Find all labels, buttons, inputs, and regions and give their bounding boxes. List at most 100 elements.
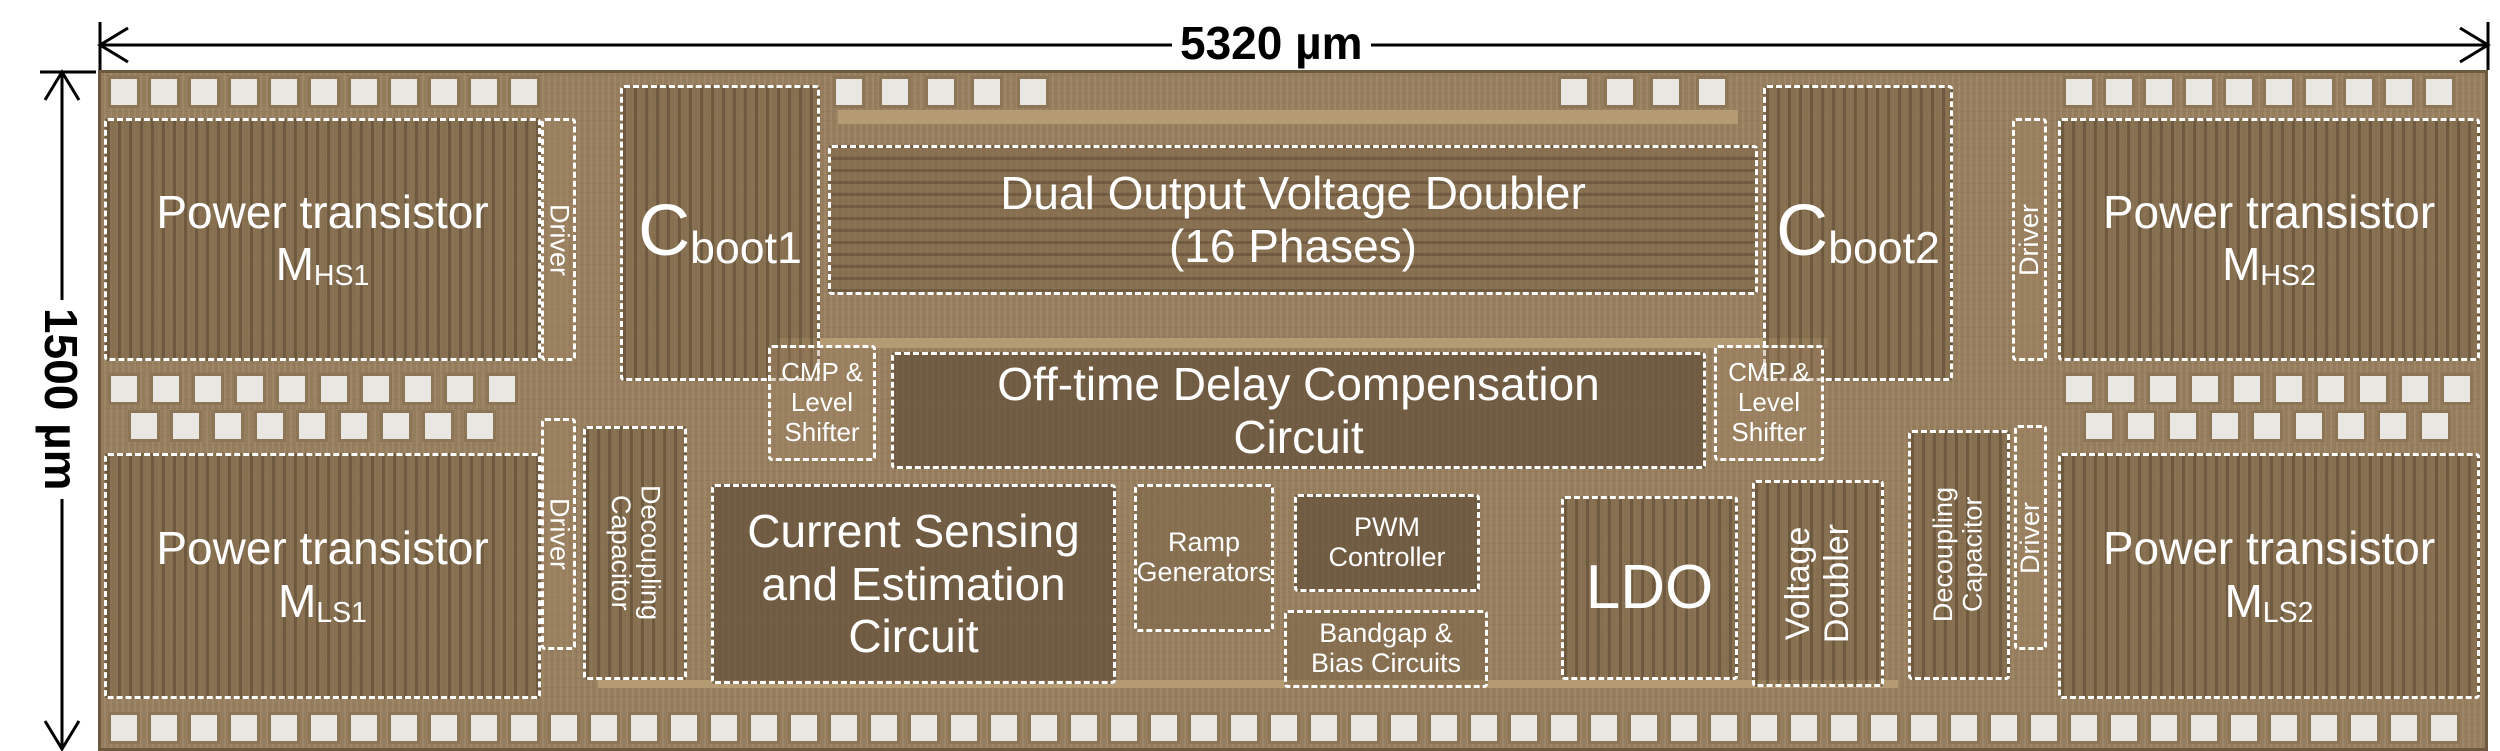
bond-pad	[268, 76, 300, 108]
bond-pad	[170, 410, 202, 442]
power-hs1-title: Power transistor	[156, 185, 489, 238]
bond-pad	[2228, 712, 2260, 744]
bond-pad	[1017, 76, 1049, 108]
bond-pad	[388, 712, 420, 744]
pwm-controller: PWM Controller	[1294, 494, 1480, 592]
bond-pad	[2167, 410, 2199, 442]
bond-pad	[2273, 373, 2305, 405]
ramp-generators: Ramp Generators	[1134, 484, 1274, 632]
bond-pad	[748, 712, 780, 744]
bond-pad	[1708, 712, 1740, 744]
bond-pad	[1628, 712, 1660, 744]
bond-pad	[1948, 712, 1980, 744]
cboot2-capacitor: Cboot2	[1763, 85, 1953, 381]
bond-pad	[2125, 410, 2157, 442]
bond-pad	[1788, 712, 1820, 744]
bond-pad	[2293, 410, 2325, 442]
bond-pad	[1868, 712, 1900, 744]
bond-pad	[1268, 712, 1300, 744]
power-ls1-symbol: MLS1	[277, 574, 368, 630]
bond-pad	[444, 373, 476, 405]
bond-pad	[2335, 410, 2367, 442]
bond-pad	[2308, 712, 2340, 744]
bond-pad	[192, 373, 224, 405]
bond-pad	[2303, 76, 2335, 108]
bond-pad	[212, 410, 244, 442]
bond-pad	[428, 712, 460, 744]
bond-pad	[1604, 76, 1636, 108]
bond-pad	[2223, 76, 2255, 108]
cmp-level-shifter-right: CMP & Level Shifter	[1714, 345, 1824, 461]
cboot1-capacitor: Cboot1	[620, 85, 820, 381]
power-transistor-hs2: Power transistor MHS2	[2058, 118, 2480, 361]
bond-pad	[1068, 712, 1100, 744]
bond-pad	[668, 712, 700, 744]
bond-pad	[148, 76, 180, 108]
bond-pad	[468, 76, 500, 108]
width-dimension-label: 5320 µm	[1172, 20, 1371, 66]
bond-pad	[2399, 373, 2431, 405]
power-ls2-title: Power transistor	[2102, 522, 2436, 575]
bond-pad	[1650, 76, 1682, 108]
off-time-delay-compensation-circuit: Off-time Delay Compensation Circuit	[891, 352, 1706, 469]
power-transistor-hs1: Power transistor MHS1	[104, 118, 541, 361]
voltage-doubler: Doubler Voltage	[1752, 480, 1884, 687]
bond-pad	[108, 373, 140, 405]
decoupling-capacitor-right: Capacitor Decoupling	[1908, 430, 2010, 680]
bond-pad	[2423, 76, 2455, 108]
bond-pad	[2428, 712, 2460, 744]
bond-pad	[588, 712, 620, 744]
bond-pad	[833, 76, 865, 108]
bond-pad	[338, 410, 370, 442]
bond-pad	[254, 410, 286, 442]
bond-pad	[228, 712, 260, 744]
dual-output-voltage-doubler: Dual Output Voltage Doubler (16 Phases)	[828, 145, 1758, 295]
bond-pad	[828, 712, 860, 744]
bond-pad	[108, 712, 140, 744]
bond-pad	[948, 712, 980, 744]
bond-pad	[548, 712, 580, 744]
bond-pad	[2231, 373, 2263, 405]
bond-pad	[1388, 712, 1420, 744]
bond-pad	[2189, 373, 2221, 405]
bond-pad	[879, 76, 911, 108]
power-ls2-symbol: MLS2	[2224, 574, 2314, 630]
bond-pad	[2108, 712, 2140, 744]
bond-pad	[296, 410, 328, 442]
bond-pad	[2315, 373, 2347, 405]
power-hs2-title: Power transistor	[2102, 185, 2436, 238]
bond-pad	[971, 76, 1003, 108]
bond-pad	[308, 76, 340, 108]
bond-pad	[308, 712, 340, 744]
driver-hs2: Driver	[2012, 118, 2047, 361]
driver-ls1: Driver	[541, 418, 576, 650]
bond-pad	[276, 373, 308, 405]
bond-pad	[2383, 76, 2415, 108]
bond-pad	[2209, 410, 2241, 442]
bond-pad	[2028, 712, 2060, 744]
bond-pad	[422, 410, 454, 442]
bond-pad	[388, 76, 420, 108]
power-ls1-title: Power transistor	[156, 522, 489, 575]
bond-pad	[2183, 76, 2215, 108]
bond-pad	[268, 712, 300, 744]
bond-pad	[788, 712, 820, 744]
bond-pad	[2348, 712, 2380, 744]
bond-pad	[708, 712, 740, 744]
bond-pad	[108, 76, 140, 108]
bond-pad	[1108, 712, 1140, 744]
power-transistor-ls1: Power transistor MLS1	[104, 453, 541, 699]
bond-pad	[1508, 712, 1540, 744]
bond-pad	[428, 76, 460, 108]
ldo: LDO	[1561, 496, 1738, 680]
bond-pad	[925, 76, 957, 108]
bond-pad	[2441, 373, 2473, 405]
bond-pad	[188, 712, 220, 744]
bond-pad	[464, 410, 496, 442]
driver-ls2: Driver	[2014, 425, 2047, 650]
bond-pad	[2263, 76, 2295, 108]
bond-pad	[1748, 712, 1780, 744]
bond-pad	[868, 712, 900, 744]
bond-pad	[1828, 712, 1860, 744]
bond-pad	[318, 373, 350, 405]
